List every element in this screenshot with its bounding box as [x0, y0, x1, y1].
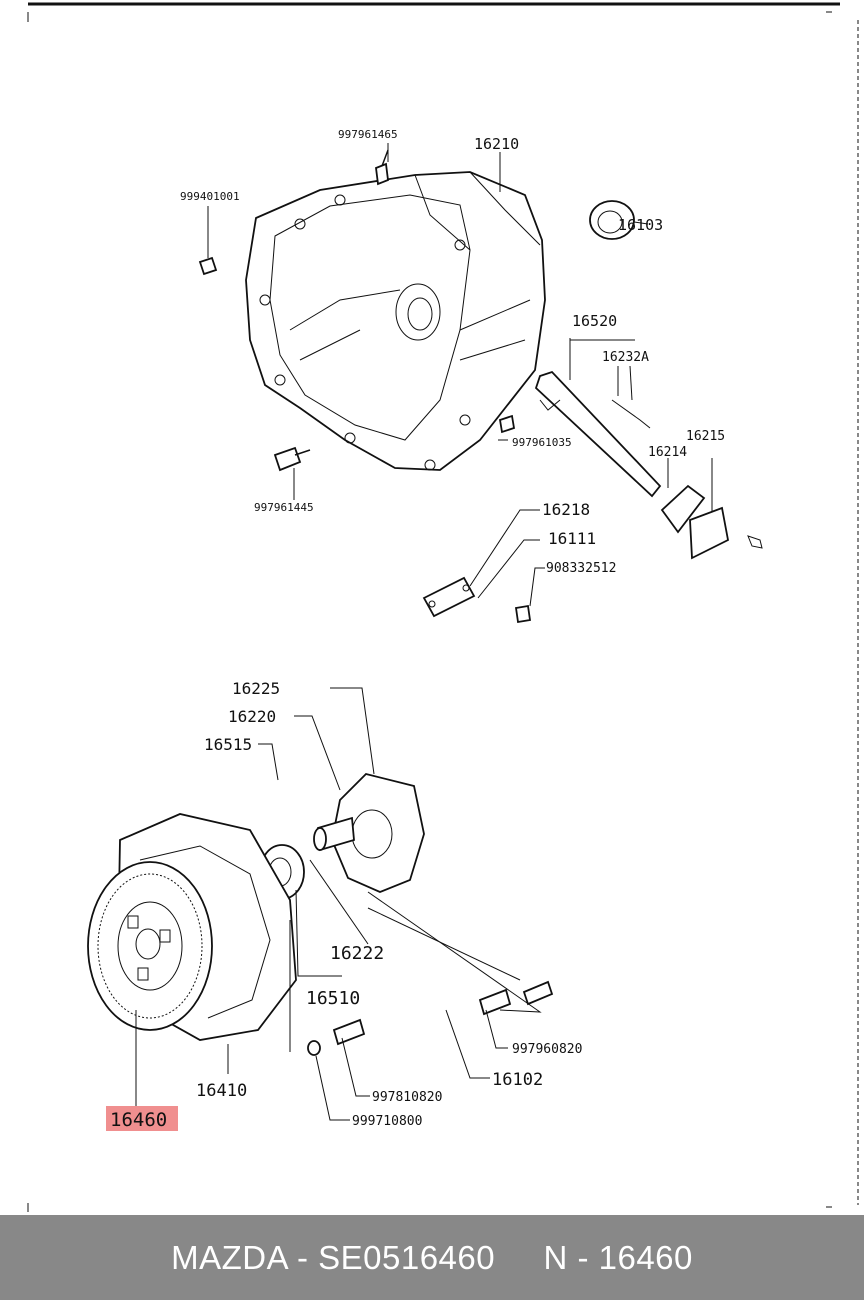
label-16214: 16214: [648, 445, 687, 460]
label-16215: 16215: [686, 429, 725, 444]
label-16225: 16225: [232, 679, 280, 698]
label-908332512: 908332512: [546, 561, 616, 576]
label-999401001: 999401001: [180, 190, 240, 203]
release-fork-part: [534, 338, 662, 498]
label-16232A: 16232A: [602, 350, 649, 365]
parts-diagram-sheet: 997961465 16210 999401001 16103 16520 16…: [27, 2, 859, 1212]
housing-fasteners: [198, 149, 516, 472]
label-16520: 16520: [572, 312, 617, 330]
label-16103: 16103: [618, 216, 663, 234]
sheet-border: [27, 2, 859, 1212]
part-info-footer: MAZDA - SE0516460 N - 16460: [0, 1215, 864, 1300]
label-997810820: 997810820: [372, 1090, 442, 1105]
label-16220: 16220: [228, 707, 276, 726]
clutch-disc-part: [87, 861, 213, 1031]
label-16410: 16410: [196, 1081, 247, 1101]
label-997961445: 997961445: [254, 501, 314, 514]
label-16218: 16218: [542, 500, 590, 519]
part-info-text: MAZDA - SE0516460 N - 16460: [171, 1238, 693, 1276]
label-16210: 16210: [474, 135, 519, 153]
label-16111: 16111: [548, 529, 596, 548]
lower-fasteners: [307, 980, 554, 1056]
label-997961035: 997961035: [512, 436, 572, 449]
label-16515: 16515: [204, 735, 252, 754]
oil-seal-part: [589, 200, 649, 240]
label-16510: 16510: [306, 988, 360, 1009]
exploded-parts-diagram: 997961465 16210 999401001 16103 16520 16…: [27, 2, 859, 1212]
label-16222: 16222: [330, 943, 384, 964]
label-16460: 16460: [110, 1109, 167, 1131]
leader-lines: [135, 143, 542, 1121]
highlight-16460: [106, 1106, 178, 1131]
label-999710800: 999710800: [352, 1114, 422, 1129]
label-997960820: 997960820: [512, 1042, 582, 1057]
label-997961465: 997961465: [338, 128, 398, 141]
bearing-hub-part: [313, 773, 425, 893]
label-16102: 16102: [492, 1070, 543, 1090]
boot-and-plate-parts: [660, 458, 763, 560]
clutch-housing-part: [245, 171, 546, 471]
cover-plate-part: [422, 509, 545, 624]
part-number-labels: 997961465 16210 999401001 16103 16520 16…: [106, 128, 725, 1131]
